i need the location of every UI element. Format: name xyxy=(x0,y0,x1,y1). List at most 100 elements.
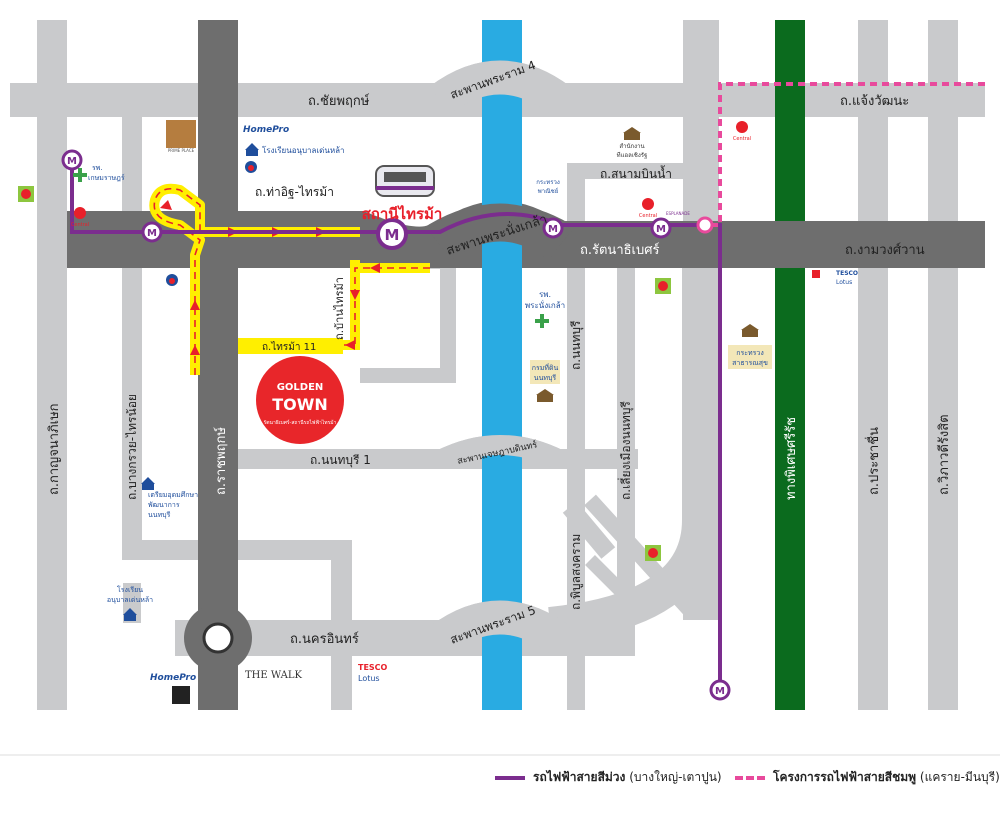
pttr-fuel-icon xyxy=(166,274,178,286)
svg-text:อนุบาลเด่นหล้า: อนุบาลเด่นหล้า xyxy=(107,596,153,604)
svg-text:Lotus: Lotus xyxy=(358,674,380,683)
road-label-bang-kruai: ถ.บางกรวย-ไทรน้อย xyxy=(125,394,139,500)
the-walk-logo: THE WALK xyxy=(245,670,303,681)
legend-pink-sub: (แคราย-มีนบุรี) xyxy=(919,770,1000,784)
svg-text:พาณิชย์: พาณิชย์ xyxy=(538,187,558,195)
hospital-cross-icon xyxy=(535,314,549,328)
svg-text:TESCO: TESCO xyxy=(358,663,388,672)
svg-text:Central: Central xyxy=(71,222,89,228)
minor-roads xyxy=(122,113,685,710)
school-icon xyxy=(245,143,259,156)
svg-text:รพ.: รพ. xyxy=(539,290,551,299)
svg-text:โรงเรียน: โรงเรียน xyxy=(117,585,143,594)
svg-text:พระนั่งเกล้า: พระนั่งเกล้า xyxy=(525,299,565,310)
pink-line-station xyxy=(696,216,714,234)
svg-text:สาธารณสุข: สาธารณสุข xyxy=(732,359,768,367)
legend-pink-line: โครงการรถไฟฟ้าสายสีชมพู (แคราย-มีนบุรี) xyxy=(735,768,1000,787)
location-map: M M M M M M สถานีไทรม้า ถ.ชัยพฤกษ์ ถ.แจ้… xyxy=(0,20,1000,756)
central-logo: Central xyxy=(733,121,751,142)
metro-stations: M M M M M M xyxy=(61,149,731,701)
svg-text:รพ.: รพ. xyxy=(92,164,103,172)
legend-purple-label: รถไฟฟ้าสายสีม่วง xyxy=(533,770,626,784)
road-label-nakhon-in: ถ.นครอินทร์ xyxy=(290,631,359,647)
svg-text:M: M xyxy=(548,224,558,235)
svg-text:Lotus: Lotus xyxy=(836,279,852,286)
shop-logo xyxy=(172,686,190,704)
tesco-lotus-logo: TESCO Lotus xyxy=(812,270,858,286)
svg-text:HomePro: HomePro xyxy=(150,673,196,683)
expressway xyxy=(775,20,805,710)
big-c-logo xyxy=(645,545,661,561)
road-label-chaengwattana: ถ.แจ้งวัฒนะ xyxy=(840,94,909,109)
road-label-phibunsongkhram: ถ.พิบูลสงคราม xyxy=(569,534,584,610)
hospital-cross-icon xyxy=(73,168,87,182)
ratchaphruek-road xyxy=(198,20,238,710)
svg-text:PRIME PLACE: PRIME PLACE xyxy=(168,148,195,153)
svg-text:Central: Central xyxy=(733,136,751,142)
metro-station-icon: M xyxy=(709,679,731,701)
legend-pink-label: โครงการรถไฟฟ้าสายสีชมพู xyxy=(773,770,917,784)
prime-place-logo: PRIME PLACE xyxy=(166,120,196,153)
metro-station-icon: M xyxy=(542,217,564,239)
road-label-saima-11: ถ.ไทรม้า 11 xyxy=(262,341,316,353)
road-label-nonthaburi: ถ.นนทบุรี xyxy=(569,320,584,370)
svg-text:นนทบุรี: นนทบุรี xyxy=(148,511,171,519)
svg-text:HomePro: HomePro xyxy=(243,125,289,135)
svg-text:รัตนาธิเบศร์-สถานีรถไฟฟ้าไทรม้: รัตนาธิเบศร์-สถานีรถไฟฟ้าไทรม้า xyxy=(264,419,337,426)
metro-station-icon: M xyxy=(61,149,83,171)
legend-purple-line: รถไฟฟ้าสายสีม่วง (บางใหญ่-เตาปูน) xyxy=(495,768,722,787)
purple-line-swatch xyxy=(495,775,525,780)
homepro-logo: HomePro xyxy=(150,673,196,683)
golden-town-marker: GOLDEN TOWN รัตนาธิเบศร์-สถานีรถไฟฟ้าไทร… xyxy=(256,356,344,444)
station-label: สถานีไทรม้า xyxy=(362,204,443,223)
homepro-logo: HomePro xyxy=(243,125,289,135)
school-icon xyxy=(123,608,137,621)
svg-text:เกษมราษฎร์: เกษมราษฎร์ xyxy=(88,174,125,182)
svg-text:TESCO: TESCO xyxy=(836,270,858,277)
svg-text:พัฒนาการ: พัฒนาการ xyxy=(148,501,180,509)
metro-station-icon: M xyxy=(650,217,672,239)
road-label-kanchanaphisek: ถ.กาญจนาภิเษก xyxy=(47,403,62,495)
svg-text:M: M xyxy=(715,686,725,697)
road-label-prachachuen: ถ.ประชาชื่น xyxy=(865,427,882,495)
government-building-icon xyxy=(741,324,759,337)
road-label-chaiyaphruek: ถ.ชัยพฤกษ์ xyxy=(308,93,370,109)
pink-line-swatch xyxy=(735,775,765,780)
central-logo: Central xyxy=(71,207,89,228)
esplanade-logo: ESPLANADE xyxy=(666,211,690,216)
svg-text:ทีแอลเชิงรัฐ: ทีแอลเชิงรัฐ xyxy=(617,151,648,159)
road-label-sanambinnam: ถ.สนามบินน้ำ xyxy=(600,165,672,181)
train-icon xyxy=(375,165,435,197)
big-c-logo xyxy=(18,186,34,202)
legend-purple-sub: (บางใหญ่-เตาปูน) xyxy=(629,770,722,784)
government-building-icon xyxy=(536,389,554,402)
svg-text:Central: Central xyxy=(639,213,657,219)
pttr-fuel-icon xyxy=(245,161,257,173)
big-c-logo xyxy=(655,278,671,294)
school-icon xyxy=(141,477,155,490)
central-logo: Central xyxy=(639,198,657,219)
svg-text:นนทบุรี: นนทบุรี xyxy=(534,374,557,382)
svg-text:กรมที่ดิน: กรมที่ดิน xyxy=(532,363,559,372)
svg-text:M: M xyxy=(67,156,77,167)
metro-station-icon: M xyxy=(141,221,163,243)
svg-text:สำนักงาน: สำนักงาน xyxy=(619,143,644,150)
chao-phraya-river xyxy=(482,20,522,710)
road-label-nonthaburi-1: ถ.นนทบุรี 1 xyxy=(310,453,371,468)
svg-text:กระทรวง: กระทรวง xyxy=(536,179,560,186)
road-label-ratchaphruek: ถ.ราชพฤกษ์ xyxy=(213,427,229,495)
svg-text:กระทรวง: กระทรวง xyxy=(736,349,763,357)
government-building-icon xyxy=(623,127,641,140)
svg-text:เตรียมอุดมศึกษา: เตรียมอุดมศึกษา xyxy=(148,490,198,499)
road-label-ngamwongwan: ถ.งามวงศ์วาน xyxy=(845,242,925,258)
svg-text:M: M xyxy=(656,224,666,235)
road-label-expressway: ทางพิเศษศรีรัช xyxy=(783,417,799,500)
metro-station-icon: M xyxy=(376,218,408,250)
svg-text:M: M xyxy=(147,228,157,239)
road-label-ban-saima: ถ.บ้านไทรม้า xyxy=(333,277,346,340)
road-label-rattanathibet: ถ.รัตนาธิเบศร์ xyxy=(580,242,659,258)
road-label-vibhavadi: ถ.วิภาวดีรังสิต xyxy=(936,414,952,495)
road-label-tha-it-saima: ถ.ท่าอิฐ-ไทรม้า xyxy=(255,185,334,199)
svg-text:GOLDEN: GOLDEN xyxy=(277,382,324,393)
road-label-liang-mueang: ถ.เลี่ยงเมืองนนทบุรี xyxy=(617,401,634,500)
